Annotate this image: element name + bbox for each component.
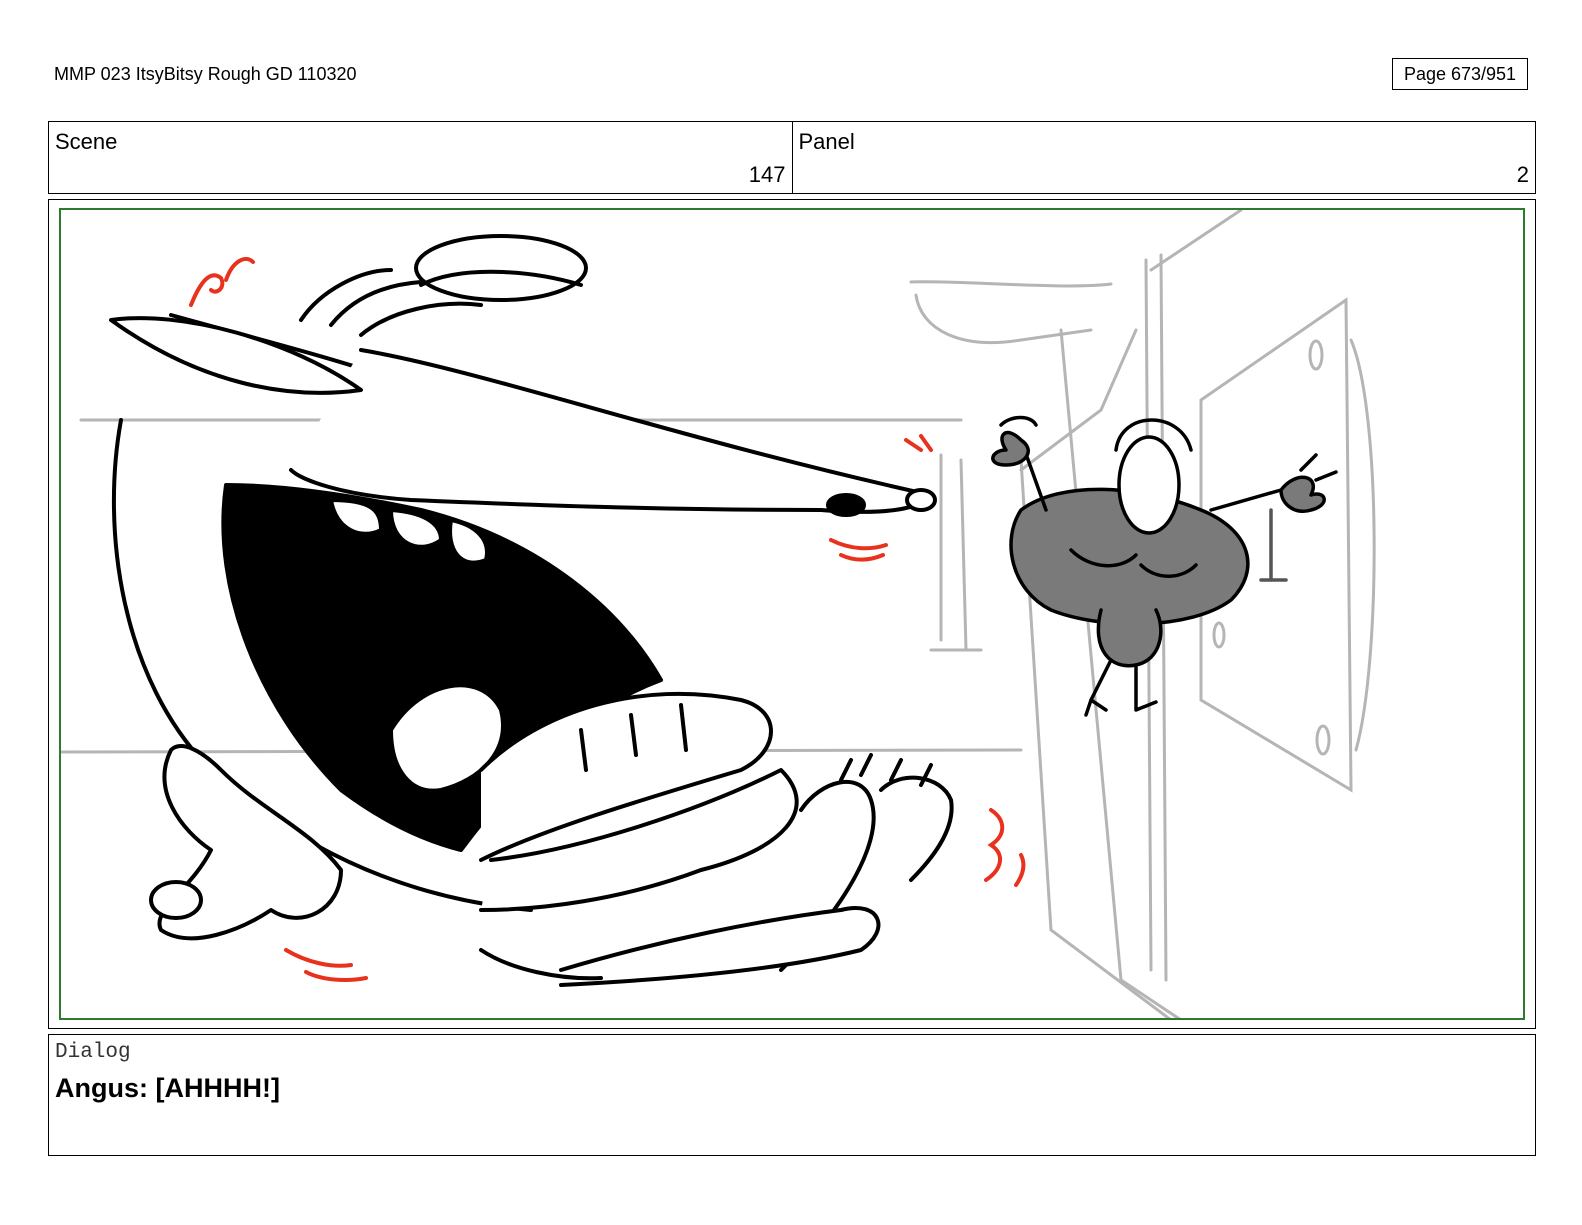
motion-marks xyxy=(189,257,1026,982)
storyboard-panel-image xyxy=(59,208,1525,1020)
panel-label: Panel xyxy=(798,129,855,154)
document-title: MMP 023 ItsyBitsy Rough GD 110320 xyxy=(54,64,357,84)
bug-character xyxy=(991,415,1338,717)
dialog-box: Dialog Angus: [AHHHH!] xyxy=(48,1034,1536,1156)
panel-number: 2 xyxy=(1516,162,1529,187)
page-indicator: Page 673/951 xyxy=(1392,58,1528,90)
storyboard-drawing xyxy=(61,210,1376,1018)
dialog-line: Angus: [AHHHH!] xyxy=(55,1073,280,1103)
scene-panel-info: Scene 147 Panel 2 xyxy=(48,121,1536,194)
scene-cell: Scene 147 xyxy=(49,122,792,193)
dialog-label: Dialog xyxy=(55,1041,131,1064)
storyboard-frame xyxy=(48,199,1536,1029)
scene-label: Scene xyxy=(55,129,118,154)
panel-cell: Panel 2 xyxy=(791,122,1536,193)
screaming-character xyxy=(109,234,954,987)
scene-number: 147 xyxy=(748,162,786,187)
